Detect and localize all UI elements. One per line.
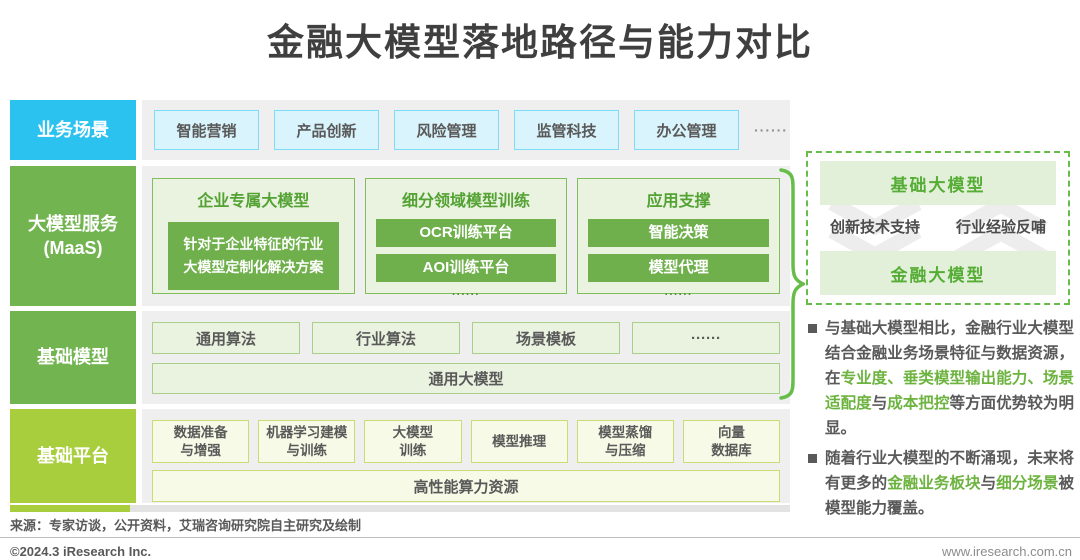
note-item: 随着行业大模型的不断涌现，未来将有更多的金融业务板块与细分场景被模型能力覆盖。 [806, 446, 1074, 521]
footer-accent-bar-green [10, 505, 130, 512]
platform-items-row: 数据准备 与增强 机器学习建模 与训练 大模型 训练 模型推理 模型蒸馏 与压缩… [152, 420, 781, 463]
row-label-maas: 大模型服务 (MaaS) [10, 166, 136, 306]
base-platform-panel: 数据准备 与增强 机器学习建模 与训练 大模型 训练 模型推理 模型蒸馏 与压缩… [142, 409, 790, 503]
maas-column-domain-training: 细分领域模型训练 OCR训练平台 AOI训练平台 ······ [364, 178, 568, 301]
notes-list: 与基础大模型相比，金融行业大模型结合金融业务场景特征与数据资源，在专业度、垂类模… [806, 316, 1074, 526]
foundation-models-panel: 通用算法 行业算法 场景模板 ······ 通用大模型 [142, 311, 790, 404]
platform-box: 机器学习建模 与训练 [258, 420, 356, 463]
maas-column-application-support: 应用支撑 智能决策 模型代理 ······ [577, 178, 781, 301]
finance-large-model-box: 金融大模型 [820, 251, 1056, 295]
maas-item: OCR训练平台 [375, 219, 557, 247]
up-arrow-label: 行业经验反哺 [955, 219, 1046, 236]
foundation-items-row: 通用算法 行业算法 场景模板 ······ [152, 322, 780, 354]
row-label-business-scenarios: 业务场景 [10, 100, 136, 160]
platform-box: 模型推理 [470, 420, 568, 463]
website-url: www.iresearch.com.cn [941, 544, 1072, 559]
foundation-box: 通用算法 [152, 322, 300, 354]
maas-item: 智能决策 [588, 219, 770, 247]
curly-brace-icon [779, 168, 805, 400]
footer-divider [0, 537, 1080, 538]
maas-item: 模型代理 [588, 254, 770, 282]
note-text: 随着行业大模型的不断涌现，未来将有更多的金融业务板块与细分场景被模型能力覆盖。 [825, 450, 1074, 517]
note-text: 与基础大模型相比，金融行业大模型结合金融业务场景特征与数据资源，在专业度、垂类模… [825, 320, 1074, 437]
source-note: 来源：专家访谈，公开资料，艾瑞咨询研究院自主研究及绘制 [10, 518, 362, 533]
ellipsis: ······ [754, 122, 788, 138]
model-comparison-box: 基础大模型 创新技术支持 行业经验反哺 金融大模型 [806, 151, 1070, 305]
footer-accent-bar-gray [130, 505, 790, 512]
business-scenarios-panel: 智能营销 产品创新 风险管理 监管科技 办公管理 ······ [142, 100, 790, 160]
scenario-box: 智能营销 [154, 110, 259, 150]
scenario-box: 产品创新 [274, 110, 379, 150]
scenario-box: 风险管理 [394, 110, 499, 150]
maas-column-content: 针对于企业特征的行业 大模型定制化解决方案 [168, 222, 339, 291]
row-label-foundation-models: 基础模型 [10, 311, 136, 404]
double-chevron-up-icon [954, 199, 1048, 261]
maas-column-title: 企业专属大模型 [197, 193, 310, 210]
general-large-model-box: 通用大模型 [152, 363, 780, 394]
maas-column-title: 应用支撑 [646, 193, 711, 210]
platform-box: 向量 数据库 [682, 420, 781, 463]
maas-panel: 企业专属大模型 针对于企业特征的行业 大模型定制化解决方案 细分领域模型训练 O… [142, 166, 790, 306]
foundation-box-ellipsis: ······ [632, 322, 780, 354]
bullet-square-icon [808, 324, 817, 333]
base-large-model-box: 基础大模型 [820, 161, 1056, 205]
foundation-box: 场景模板 [472, 322, 620, 354]
hpc-resources-box: 高性能算力资源 [152, 470, 780, 502]
copyright-text: ©2024.3 iResearch Inc. [10, 544, 152, 559]
platform-box: 模型蒸馏 与压缩 [576, 420, 674, 463]
down-arrow-label: 创新技术支持 [829, 219, 920, 236]
foundation-box: 行业算法 [312, 322, 460, 354]
note-item: 与基础大模型相比，金融行业大模型结合金融业务场景特征与数据资源，在专业度、垂类模… [806, 316, 1074, 441]
page-title: 金融大模型落地路径与能力对比 [267, 22, 813, 63]
bullet-square-icon [808, 454, 817, 463]
platform-box: 大模型 训练 [364, 420, 462, 463]
maas-column-enterprise-model: 企业专属大模型 针对于企业特征的行业 大模型定制化解决方案 [152, 178, 355, 294]
scenario-box: 监管科技 [514, 110, 619, 150]
scenario-box: 办公管理 [634, 110, 739, 150]
ellipsis: ······ [452, 289, 480, 301]
platform-box: 数据准备 与增强 [152, 420, 250, 463]
maas-column-title: 细分领域模型训练 [402, 193, 531, 210]
maas-item: AOI训练平台 [375, 254, 557, 282]
row-label-base-platform: 基础平台 [10, 409, 136, 503]
ellipsis: ······ [664, 289, 693, 301]
